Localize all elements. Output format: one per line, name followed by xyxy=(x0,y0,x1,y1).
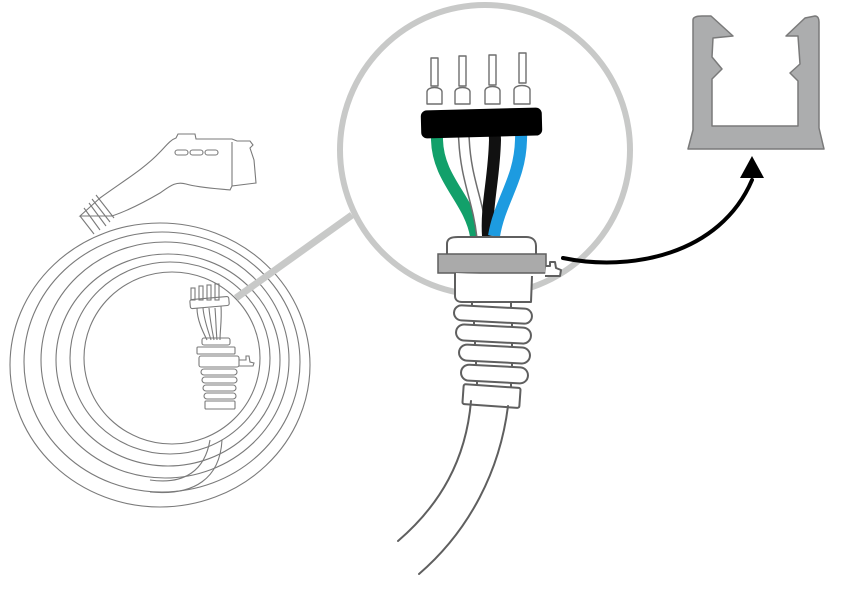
grommet xyxy=(437,236,562,303)
magnifier-pointer xyxy=(233,212,355,301)
cable-coil xyxy=(9,222,311,508)
strain-relief xyxy=(453,302,533,409)
ev-charging-cable xyxy=(9,133,311,508)
wire-white-inner xyxy=(457,111,487,237)
cable-terminal-small xyxy=(189,283,255,410)
wire-green xyxy=(431,112,482,238)
ferrule-4 xyxy=(513,52,531,105)
ferrule-2 xyxy=(454,55,471,105)
u-clip-profile xyxy=(687,15,825,150)
wire-black xyxy=(481,111,502,237)
grommet-plate xyxy=(437,253,547,274)
ferrule-3 xyxy=(484,54,501,105)
cable-lower xyxy=(397,400,509,575)
ferrules xyxy=(426,52,531,105)
magnifier-view xyxy=(337,2,633,303)
ferrule-holder xyxy=(420,107,543,139)
ferrule-1 xyxy=(426,57,443,105)
arrow-head-icon xyxy=(740,156,764,178)
wire-bundle xyxy=(431,111,528,238)
wire-blue xyxy=(488,111,528,238)
connector-handle xyxy=(78,133,257,235)
callout-arrow xyxy=(561,156,764,265)
